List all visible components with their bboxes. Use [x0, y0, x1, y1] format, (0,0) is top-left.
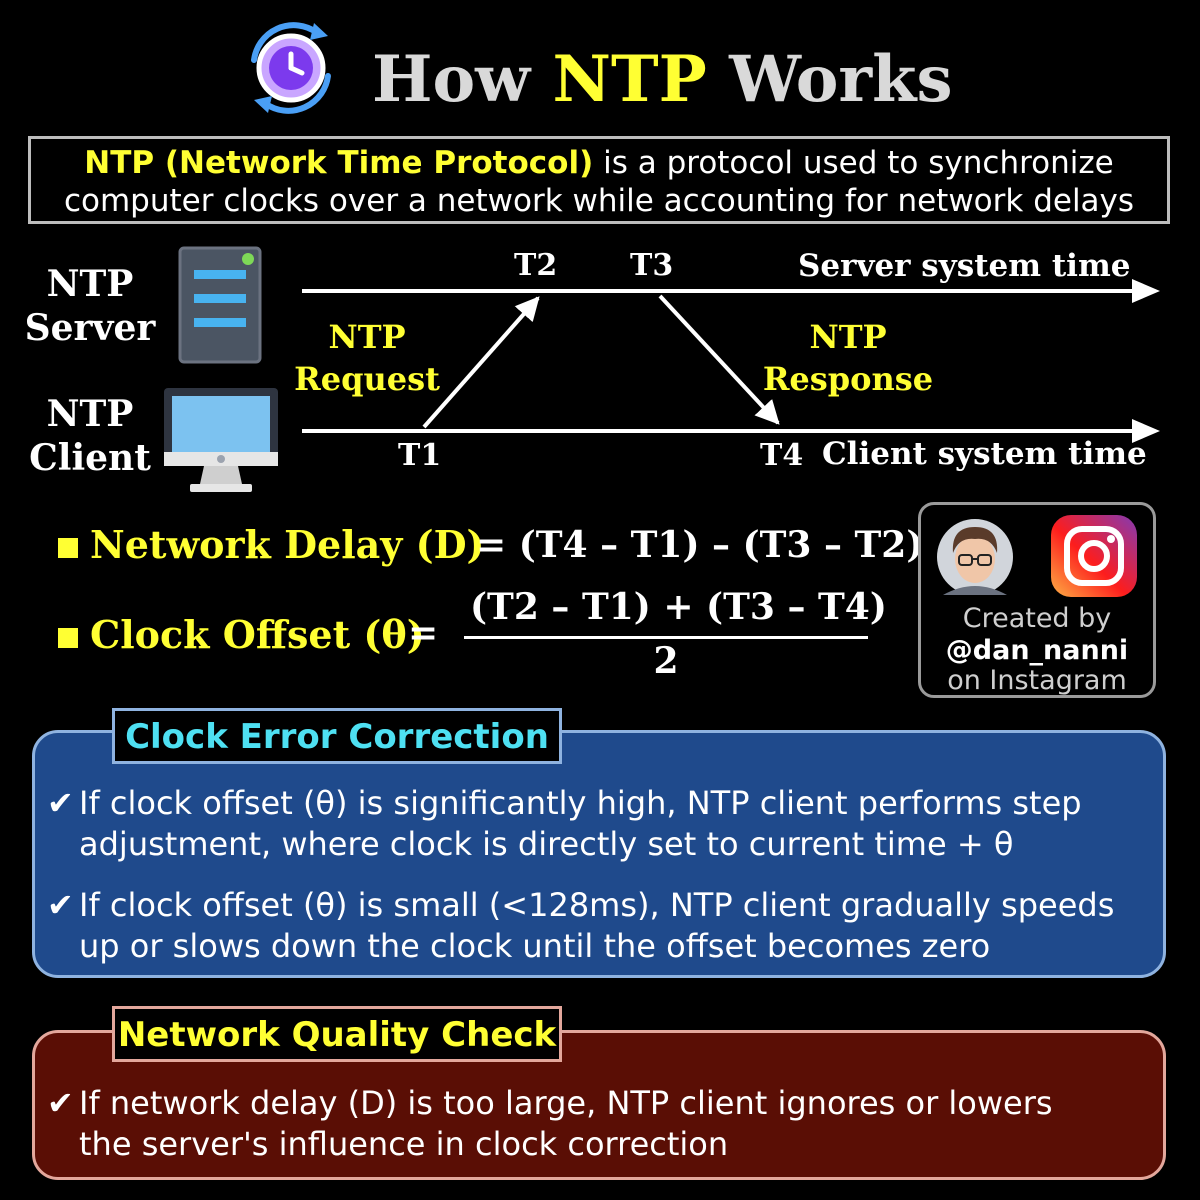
- title-bar: How NTP Works: [0, 18, 1200, 118]
- response-arrow: [658, 294, 780, 425]
- offset-formula-name: Clock Offset (θ): [90, 612, 425, 657]
- client-computer-icon: [164, 388, 278, 492]
- network-quality-panel: ✔ If network delay (D) is too large, NTP…: [32, 1030, 1166, 1180]
- delay-formula-name: Network Delay (D): [90, 522, 485, 567]
- credit-line-1: Created by: [962, 603, 1112, 634]
- check-icon: ✔: [47, 1084, 74, 1122]
- credit-line-3: on Instagram: [947, 665, 1127, 696]
- client-timeline-arrowhead: [1132, 419, 1160, 443]
- credit-box: Created by @dan_nanni on Instagram: [918, 502, 1156, 698]
- clock-error-heading: Clock Error Correction: [112, 708, 562, 764]
- definition-box: NTP (Network Time Protocol) is a protoco…: [28, 136, 1170, 224]
- credit-handle: @dan_nanni: [945, 635, 1129, 666]
- timing-diagram: [302, 279, 1160, 443]
- t2-label: T2: [514, 248, 558, 283]
- server-axis-label: Server system time: [798, 248, 1131, 284]
- clock-sync-icon: [251, 22, 331, 114]
- offset-equals: =: [408, 612, 439, 654]
- client-axis-label: Client system time: [822, 436, 1147, 472]
- server-timeline-arrowhead: [1132, 279, 1160, 303]
- server-icon: [178, 246, 262, 364]
- offset-numerator: (T2 – T1) + (T3 – T4): [470, 586, 887, 628]
- check-icon: ✔: [47, 784, 74, 822]
- clock-error-item-2: ✔ If clock offset (θ) is small (<128ms),…: [47, 886, 1115, 965]
- instagram-icon: [1051, 515, 1137, 597]
- clock-error-item-1: ✔ If clock offset (θ) is significantly h…: [47, 784, 1082, 863]
- clock-error-panel: ✔ If clock offset (θ) is significantly h…: [32, 730, 1166, 978]
- t4-label: T4: [760, 438, 804, 473]
- t3-label: T3: [630, 248, 674, 283]
- delay-formula-expression: = (T4 – T1) – (T3 – T2): [476, 524, 924, 566]
- network-quality-item-1: ✔ If network delay (D) is too large, NTP…: [47, 1084, 1053, 1163]
- network-quality-heading: Network Quality Check: [112, 1006, 562, 1062]
- fraction-bar: [464, 636, 868, 639]
- offset-bullet: [58, 628, 78, 648]
- page-title: How NTP Works: [372, 42, 953, 117]
- t1-label: T1: [398, 438, 442, 473]
- check-icon: ✔: [47, 886, 74, 924]
- avatar: [937, 519, 1013, 595]
- offset-denominator: 2: [653, 640, 679, 682]
- definition-line-2: computer clocks over a network while acc…: [63, 183, 1135, 219]
- delay-bullet: [58, 538, 78, 558]
- definition-line-1: NTP (Network Time Protocol) is a protoco…: [84, 145, 1114, 181]
- request-arrow: [422, 296, 540, 429]
